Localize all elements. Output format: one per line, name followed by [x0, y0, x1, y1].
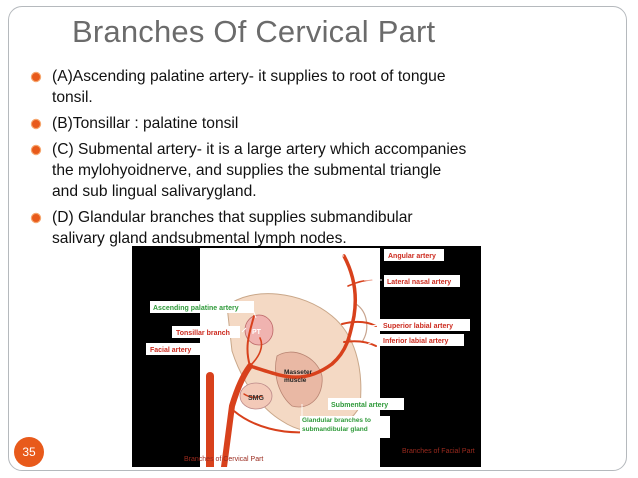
superior-labial-label-box [380, 319, 470, 331]
bullet-text: (C) Submental artery- it is a large arte… [52, 141, 467, 200]
inferior-labial-label: Inferior labial artery [383, 338, 448, 345]
caption-facial: Branches of Facial Part [402, 448, 475, 455]
masseter-muscle [275, 351, 323, 408]
superior-labial-label: Superior labial artery [383, 323, 453, 330]
bullet-item: (A)Ascending palatine artery- it supplie… [28, 66, 468, 108]
submandibular-gland [239, 382, 273, 410]
submental-artery-label-box [328, 398, 404, 410]
inferior-labial-label-box [380, 334, 464, 346]
anatomy-figure: Angular artery Lateral nasal artery Asce… [132, 246, 481, 467]
lateral-nasal-artery-label-box [384, 275, 460, 287]
bullet-icon [30, 118, 42, 130]
page-number: 35 [22, 445, 36, 459]
masseter-label: Masseter muscle [284, 369, 313, 384]
anatomy-illustration: Angular artery Lateral nasal artery Asce… [146, 248, 475, 467]
tonsillar-branch-label-box [172, 326, 240, 338]
caption-cervical: Branches of Cervical Part [184, 456, 263, 463]
submental-artery-label: Submental artery [331, 402, 388, 409]
ascending-palatine-label: Ascending palatine artery [153, 305, 239, 312]
bullet-text: (A)Ascending palatine artery- it supplie… [52, 68, 446, 106]
bullet-icon [30, 144, 42, 156]
facial-artery-label: Facial artery [150, 347, 191, 354]
bullet-item: (B)Tonsillar : palatine tonsil [28, 113, 468, 134]
glandular-label-wrap: Glandular branches to submandibular glan… [302, 417, 371, 433]
artery-paths [206, 254, 377, 467]
slide-title: Branches Of Cervical Part [72, 14, 436, 49]
glandular-label: Glandular branches to submandibular glan… [302, 417, 371, 433]
bullet-text: (B)Tonsillar : palatine tonsil [52, 115, 239, 132]
bullet-text: (D) Glandular branches that supplies sub… [52, 209, 413, 247]
facial-artery-label-box [146, 343, 208, 355]
pt-label: PT [252, 329, 262, 336]
angular-artery-label: Angular artery [388, 253, 436, 260]
lateral-nasal-artery-label: Lateral nasal artery [387, 279, 451, 286]
bullet-item: (C) Submental artery- it is a large arte… [28, 139, 468, 202]
masseter-label-wrap: Masseter muscle [284, 369, 313, 384]
lip-contour [355, 303, 368, 343]
glandular-label-box [300, 416, 390, 438]
bullet-list: (A)Ascending palatine artery- it supplie… [28, 66, 468, 254]
ascending-palatine-label-box [150, 301, 254, 313]
smg-label: SMG [248, 395, 265, 402]
bullet-icon [30, 71, 42, 83]
tonsillar-branch-label: Tonsillar branch [176, 330, 230, 337]
bullet-item: (D) Glandular branches that supplies sub… [28, 207, 468, 249]
angular-artery-label-box [384, 249, 444, 261]
page-number-badge: 35 [14, 437, 44, 467]
bullet-icon [30, 212, 42, 224]
